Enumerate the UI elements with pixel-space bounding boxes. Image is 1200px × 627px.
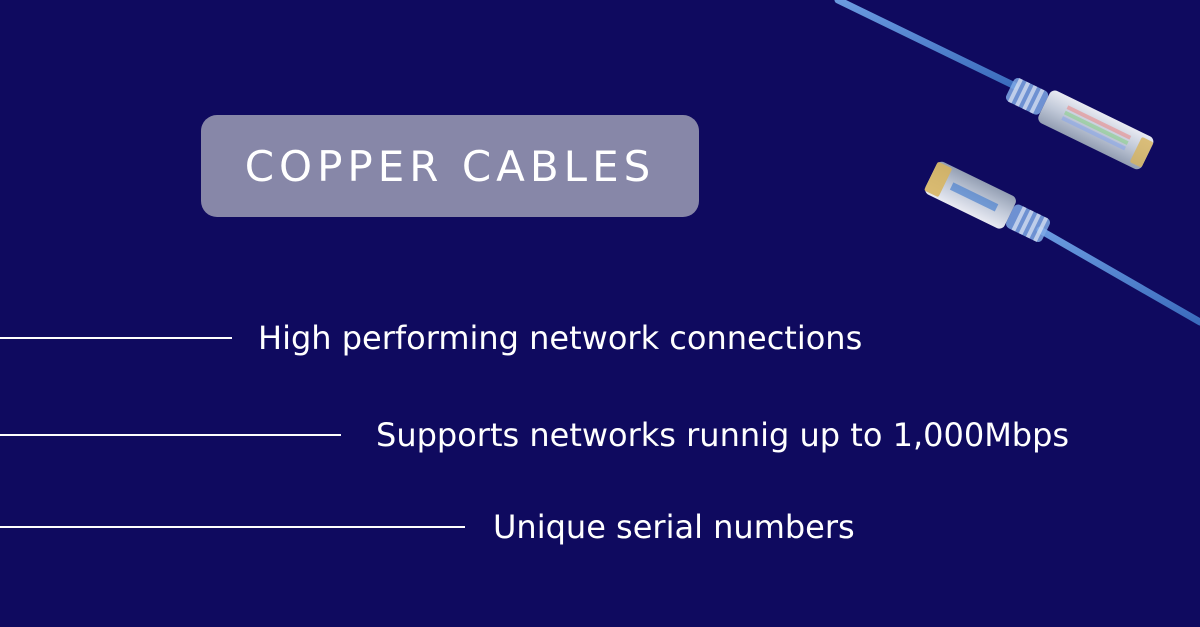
upper-cable	[834, 0, 1154, 170]
feature-item: Supports networks runnig up to 1,000Mbps	[0, 410, 1069, 460]
feature-text: Unique serial numbers	[493, 508, 855, 546]
feature-divider-line	[0, 337, 232, 339]
feature-divider-line	[0, 434, 341, 436]
lower-cable	[924, 161, 1200, 326]
feature-item: High performing network connections	[0, 313, 862, 363]
title-badge: COPPER CABLES	[201, 115, 699, 217]
feature-divider-line	[0, 526, 465, 528]
feature-item: Unique serial numbers	[0, 502, 855, 552]
page-title: COPPER CABLES	[244, 141, 656, 191]
feature-text: High performing network connections	[258, 319, 863, 357]
feature-text: Supports networks runnig up to 1,000Mbps	[376, 416, 1070, 454]
